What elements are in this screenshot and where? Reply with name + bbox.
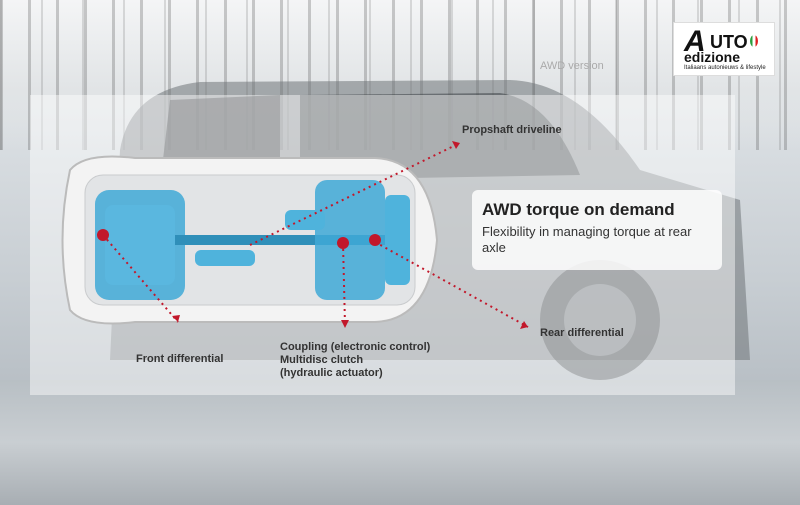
italian-flag-icon <box>750 35 758 47</box>
logo-tagline: Italiaans autonieuws & lifestyle <box>684 65 766 71</box>
logo-letters-uto: UTO <box>710 32 748 52</box>
drivetrain-components <box>95 180 410 300</box>
label-coupling: Coupling (electronic control) <box>280 341 431 353</box>
info-subtitle: Flexibility in managing torque at rear a… <box>482 224 692 255</box>
rear-differential-marker <box>369 234 381 246</box>
label-propshaft: Propshaft driveline <box>462 124 562 136</box>
faint-watermark-text: AWD version <box>540 60 604 72</box>
autoedizione-logo: A UTO edizione Italiaans autonieuws & li… <box>673 22 775 76</box>
snow-road <box>0 380 800 505</box>
label-hydraulic-actuator: (hydraulic actuator) <box>280 367 383 379</box>
info-title: AWD torque on demand <box>482 200 675 219</box>
label-front-differential: Front differential <box>136 353 224 365</box>
label-multidisc-clutch: Multidisc clutch <box>280 354 364 366</box>
logo-wordmark: edizione <box>684 49 741 65</box>
info-box <box>472 190 722 270</box>
logo-letter-a: A <box>684 25 706 58</box>
car-underbody-cutaway <box>61 155 439 325</box>
label-rear-differential: Rear differential <box>540 327 624 339</box>
